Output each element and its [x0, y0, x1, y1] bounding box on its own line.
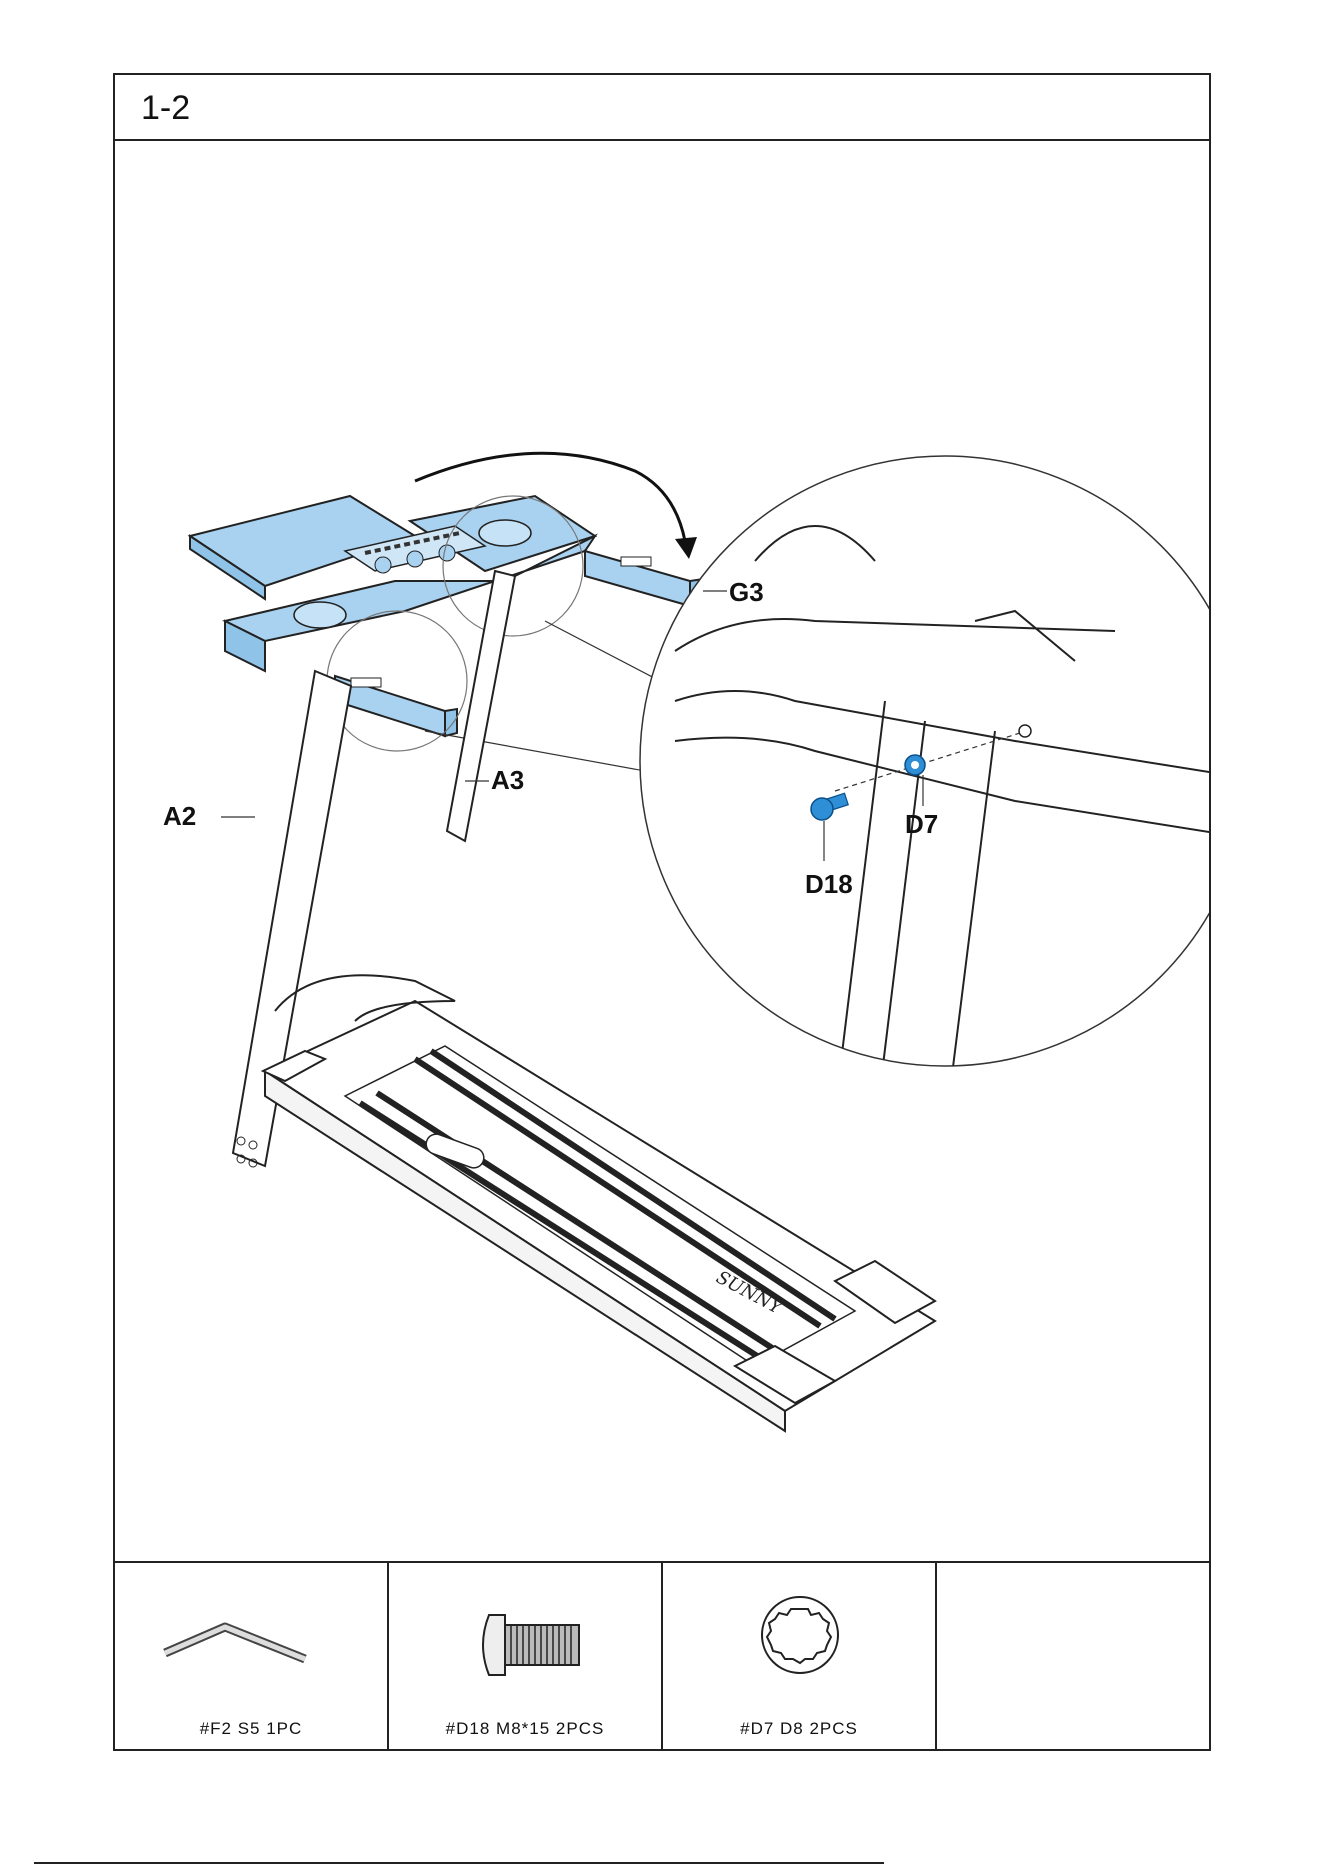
callout-a2: A2: [163, 801, 196, 831]
callout-d7: D7: [905, 809, 938, 839]
part-cell-empty: [937, 1563, 1209, 1751]
treadmill-diagram: SUNNY: [115, 141, 1209, 1557]
callout-a3: A3: [491, 765, 524, 795]
assembly-illustration: SUNNY: [115, 141, 1209, 1557]
part-caption: #D7 D8 2PCS: [663, 1719, 935, 1739]
detail-zoom-view: [640, 456, 1209, 1131]
part-cell: #D7 D8 2PCS: [663, 1563, 937, 1751]
instruction-panel: 1-2: [113, 73, 1211, 1751]
part-cell: #F2 S5 1PC: [115, 1563, 389, 1751]
washer-d7-icon: [905, 755, 925, 775]
console-assembly: [190, 496, 703, 736]
step-header: 1-2: [115, 75, 1209, 141]
bolt-icon: [389, 1563, 663, 1713]
part-cell: #D18 M8*15 2PCS: [389, 1563, 663, 1751]
callout-g3: G3: [729, 577, 764, 607]
washer-icon: [663, 1563, 937, 1713]
part-caption: #F2 S5 1PC: [115, 1719, 387, 1739]
step-number: 1-2: [141, 89, 190, 128]
part-caption: #D18 M8*15 2PCS: [389, 1719, 661, 1739]
callout-d18: D18: [805, 869, 853, 899]
allen-wrench-icon: [115, 1563, 389, 1713]
hardware-parts-table: #F2 S5 1PC #D18 M8*15 2PCS: [115, 1561, 1209, 1751]
footer-rule: [34, 1862, 884, 1864]
